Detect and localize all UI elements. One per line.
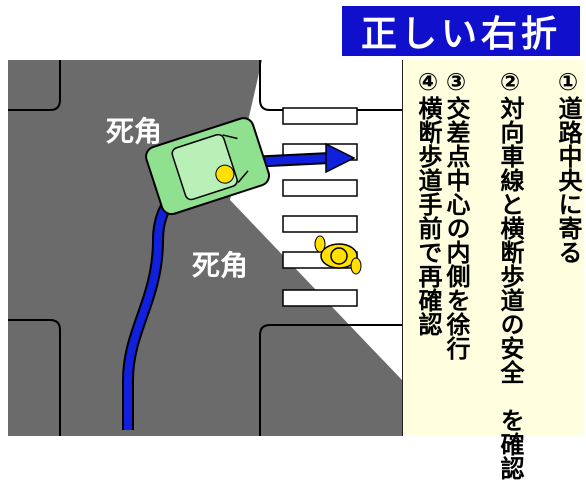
pedestrian-arm (314, 235, 326, 253)
step-1: ①道路中央に寄る (554, 68, 582, 264)
intersection-diagram (8, 60, 402, 436)
pedestrian-head (330, 247, 348, 265)
curb-top-right (259, 60, 402, 111)
car-windshield (237, 170, 249, 183)
step-3: ③交差点中心の内側を徐行 (442, 68, 470, 360)
pedestrian (314, 235, 362, 275)
crosswalk-stripe (282, 107, 358, 125)
driver-head (215, 164, 235, 184)
car-windshield (222, 134, 238, 140)
arrow-head (325, 142, 356, 174)
crosswalk-stripe (282, 179, 358, 197)
curb-bottom-right (259, 324, 402, 436)
step-2: ②対向車線と横断歩道の安全 を確認 (496, 68, 524, 480)
crosswalk-stripe (282, 289, 358, 307)
steps-panel: ①道路中央に寄る ②対向車線と横断歩道の安全 を確認 ③交差点中心の内側を徐行 … (402, 60, 584, 480)
curb-top-left (8, 60, 61, 111)
blind-spot-label-top: 死角 (106, 115, 163, 148)
curb-bottom-left (8, 319, 61, 436)
car-roof (171, 133, 238, 201)
blind-spot-label-bottom: 死角 (192, 249, 249, 282)
step-4: ④横断歩道手前で再確認 (414, 68, 442, 336)
crosswalk-stripe (282, 215, 358, 233)
car (145, 117, 271, 216)
page-title: 正しい右折 (342, 6, 580, 56)
pedestrian-arm (350, 257, 362, 275)
